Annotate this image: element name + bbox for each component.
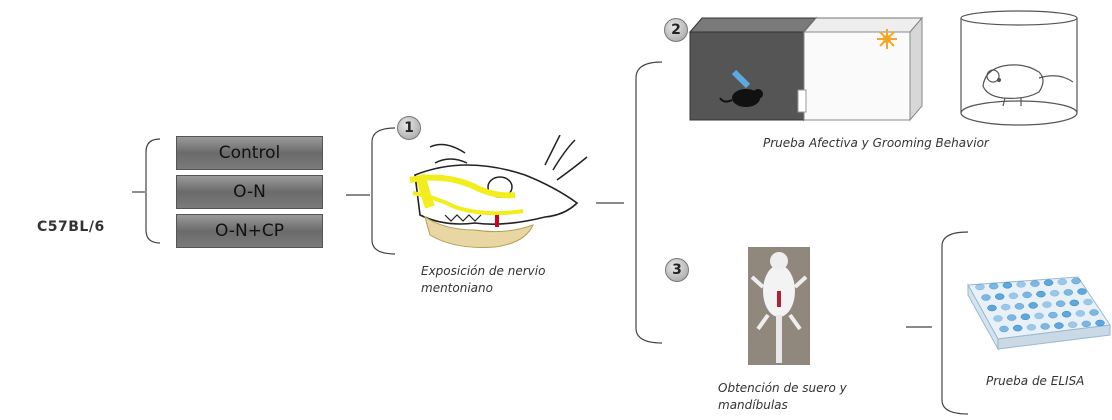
group-o-n-cp: O-N+CP — [176, 214, 323, 248]
elisa-well — [1071, 277, 1081, 285]
elisa-well — [1006, 314, 1017, 321]
elisa-well — [1026, 324, 1037, 331]
mouse-dissection-icon — [748, 247, 810, 365]
elisa-well — [1022, 291, 1032, 299]
elisa-well — [1067, 321, 1078, 328]
elisa-well — [1040, 323, 1050, 330]
elisa-well — [1028, 302, 1038, 309]
elisa-well — [999, 325, 1009, 333]
step-3-caption-line-1: Obtención de suero y — [718, 381, 847, 395]
elisa-well — [1083, 298, 1093, 306]
strain-label: C57BL/6 — [37, 219, 105, 235]
group-o-n: O-N — [176, 175, 323, 209]
elisa-well — [1020, 313, 1031, 321]
light-dark-box-icon — [688, 16, 924, 122]
elisa-well — [1036, 290, 1046, 298]
elisa-plate-icon — [967, 276, 1111, 351]
elisa-well — [981, 294, 991, 301]
groups-bracket — [145, 138, 161, 244]
grooming-cylinder-icon — [960, 10, 1078, 126]
elisa-well — [1095, 319, 1105, 327]
elisa-well — [1043, 279, 1054, 286]
elisa-well — [1061, 310, 1072, 318]
elisa-well — [994, 293, 1005, 300]
mouse-skull-icon — [409, 135, 588, 248]
elisa-well — [1048, 311, 1058, 319]
elisa-well — [975, 283, 985, 291]
step-2-badge: 2 — [664, 18, 688, 42]
branches-bracket — [635, 61, 663, 344]
step-1-caption: Exposición de nervio mentoniano — [421, 263, 621, 297]
elisa-well — [1012, 324, 1023, 332]
step-2-caption: Prueba Afectiva y Grooming Behavior — [763, 136, 989, 150]
elisa-well — [1075, 310, 1086, 317]
elisa-well — [1000, 303, 1011, 311]
elisa-well — [1049, 289, 1060, 297]
elisa-well — [1030, 280, 1040, 287]
elisa-well — [1034, 312, 1044, 320]
elisa-well — [1014, 303, 1025, 310]
elisa-bracket — [941, 231, 969, 415]
elisa-well — [1081, 320, 1092, 328]
elisa-well — [1055, 300, 1066, 307]
elisa-well — [1008, 292, 1019, 300]
elisa-well — [987, 304, 997, 312]
elisa-well — [1077, 288, 1087, 295]
elisa-well — [1016, 281, 1026, 288]
step-1-badge: 1 — [397, 116, 421, 140]
elisa-well — [1057, 278, 1068, 286]
elisa-well — [1042, 301, 1052, 308]
step1-bracket — [371, 127, 396, 255]
elisa-well — [993, 315, 1003, 322]
elisa-well — [1089, 309, 1099, 316]
step-3-caption: Obtención de suero y mandíbulas — [718, 380, 918, 414]
elisa-well — [1069, 299, 1080, 307]
elisa-well — [988, 282, 999, 290]
elisa-well — [1054, 322, 1064, 329]
elisa-caption: Prueba de ELISA — [986, 374, 1085, 388]
group-control: Control — [176, 136, 323, 170]
elisa-well — [1063, 289, 1074, 296]
step-3-badge: 3 — [665, 258, 689, 282]
elisa-well — [1002, 282, 1013, 289]
step-1-caption-line-2: mentoniano — [421, 281, 493, 295]
step-1-caption-line-1: Exposición de nervio — [421, 264, 546, 278]
step-3-caption-line-2: mandíbulas — [718, 398, 788, 412]
